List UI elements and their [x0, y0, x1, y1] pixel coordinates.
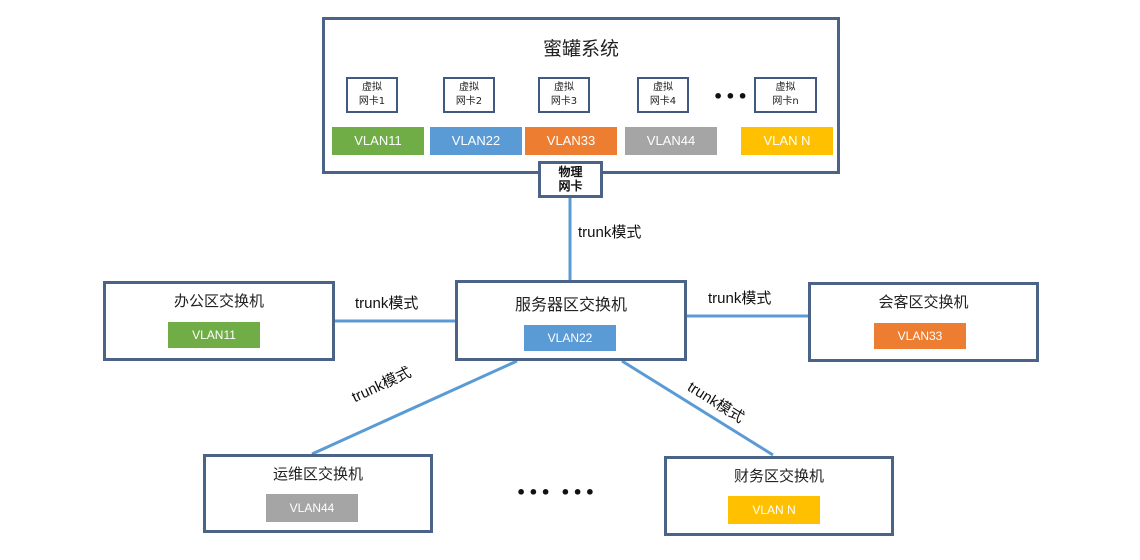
virtual-nic-label: 虚拟: [554, 82, 574, 93]
finance-switch-title: 财务区交换机: [733, 467, 824, 485]
ops-vlan-tag: VLAN44: [266, 494, 358, 522]
server-switch-box: 服务器区交换机 VLAN22: [455, 280, 687, 361]
virtual-nic-label: 网卡4: [649, 96, 677, 107]
finance-vlan-tag: VLAN N: [728, 496, 820, 524]
vlan-bar-22: VLAN22: [430, 127, 522, 155]
virtual-nic-ellipsis: •••: [713, 87, 750, 106]
virtual-nic-3: 虚拟 网卡3: [538, 77, 590, 113]
guest-switch-box: 会客区交换机 VLAN33: [808, 282, 1039, 362]
trunk-label-office-server: trunk模式: [355, 295, 419, 312]
more-switches-ellipsis: ••• •••: [516, 483, 597, 502]
trunk-label-phys-server: trunk模式: [578, 224, 642, 241]
guest-switch-title: 会客区交换机: [878, 293, 969, 311]
ops-switch-box: 运维区交换机 VLAN44: [203, 454, 433, 533]
virtual-nic-label: 网卡1: [358, 96, 386, 107]
guest-vlan-tag: VLAN33: [874, 323, 966, 349]
server-vlan-tag: VLAN22: [524, 325, 616, 351]
honeypot-title: 蜜罐系统: [542, 38, 619, 60]
vlan-bar-33: VLAN33: [525, 127, 617, 155]
office-switch-title: 办公区交换机: [173, 292, 264, 310]
virtual-nic-label: 虚拟: [775, 82, 796, 93]
physical-nic-label: 网卡: [558, 179, 583, 193]
virtual-nic-label: 虚拟: [459, 82, 479, 93]
office-vlan-tag: VLAN11: [168, 322, 260, 348]
physical-nic-label: 物理: [558, 165, 583, 179]
virtual-nic-4: 虚拟 网卡4: [637, 77, 689, 113]
virtual-nic-label: 虚拟: [653, 82, 673, 93]
virtual-nic-n: 虚拟 网卡n: [754, 77, 817, 113]
virtual-nic-1: 虚拟 网卡1: [346, 77, 398, 113]
link-server-finance: [621, 359, 774, 457]
virtual-nic-label: 网卡3: [550, 96, 578, 107]
virtual-nic-label: 网卡n: [772, 96, 799, 107]
virtual-nic-label: 虚拟: [362, 82, 382, 93]
vlan-bar-44: VLAN44: [625, 127, 717, 155]
server-switch-title: 服务器区交换机: [514, 295, 627, 314]
trunk-label-server-guest: trunk模式: [708, 290, 772, 307]
ops-switch-title: 运维区交换机: [272, 465, 363, 483]
link-server-ops: [311, 359, 518, 456]
vlan-bar-11: VLAN11: [332, 127, 424, 155]
physical-nic: 物理 网卡: [538, 161, 603, 198]
office-switch-box: 办公区交换机 VLAN11: [103, 281, 335, 361]
virtual-nic-2: 虚拟 网卡2: [443, 77, 495, 113]
vlan-bar-n: VLAN N: [741, 127, 833, 155]
virtual-nic-label: 网卡2: [455, 96, 483, 107]
finance-switch-box: 财务区交换机 VLAN N: [664, 456, 894, 536]
